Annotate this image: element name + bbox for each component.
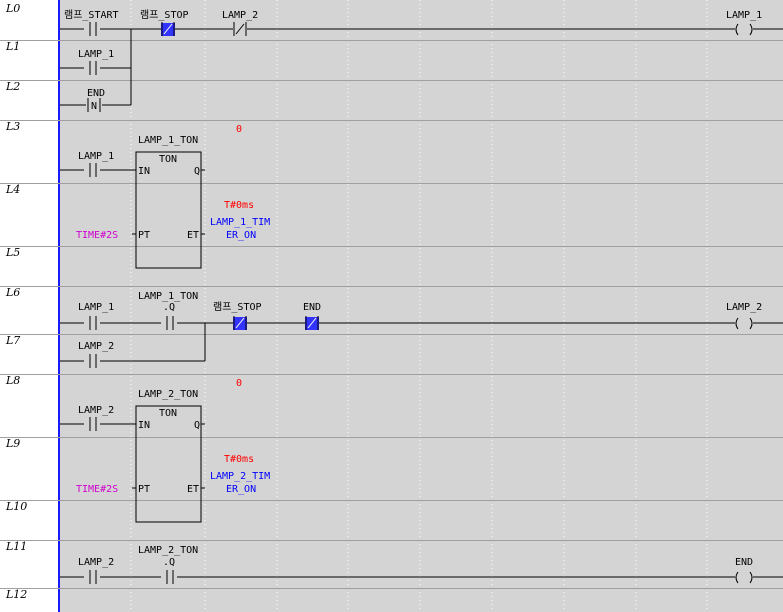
timer-block-2[interactable]: LAMP_2 LAMP_2_TON TON IN Q PT ET 0 T#0ms… bbox=[60, 378, 270, 523]
rung-L11[interactable]: LAMP_2 LAMP_2_TON .Q END bbox=[60, 545, 783, 584]
row-label-l2[interactable]: L2 bbox=[6, 80, 21, 93]
timer1-q-monitor: 0 bbox=[236, 124, 242, 135]
contact-timer1-enable[interactable]: LAMP_1 bbox=[78, 151, 114, 177]
timer2-q-monitor: 0 bbox=[236, 378, 242, 389]
contact-start[interactable]: 램프_START bbox=[64, 9, 119, 36]
contact-end-nc-r6[interactable]: END bbox=[303, 302, 321, 330]
timer1-instance: LAMP_1_TON bbox=[138, 135, 198, 146]
timer1-et-var-2: ER_ON bbox=[226, 230, 256, 241]
row-label-l8[interactable]: L8 bbox=[6, 374, 21, 387]
row-separator bbox=[0, 246, 783, 247]
contact-end-r6-label: END bbox=[303, 302, 321, 313]
coil-lamp2-label: LAMP_2 bbox=[726, 302, 762, 313]
timer2-et-var-2: ER_ON bbox=[226, 484, 256, 495]
timer2-type: TON bbox=[159, 408, 177, 419]
timer1-enable-label: LAMP_1 bbox=[78, 151, 114, 162]
contact-ton1-q[interactable]: LAMP_1_TON .Q bbox=[138, 291, 198, 330]
timer2-pin-pt: PT bbox=[138, 484, 150, 495]
rung-L2[interactable]: N END bbox=[60, 88, 131, 112]
row-label-l4[interactable]: L4 bbox=[6, 183, 21, 196]
rung-L0[interactable]: 램프_START 램프_STOP LAMP_2 LA bbox=[60, 9, 783, 105]
timer2-pin-in: IN bbox=[138, 420, 150, 431]
contact-ton2-q-label-top: LAMP_2_TON bbox=[138, 545, 198, 556]
timer1-type: TON bbox=[159, 154, 177, 165]
timer2-et-var-1: LAMP_2_TIM bbox=[210, 471, 270, 482]
contact-end-negated[interactable]: N END bbox=[86, 88, 105, 112]
contact-lamp2-seal-label: LAMP_2 bbox=[78, 341, 114, 352]
contact-stop-r6-label: 램프_STOP bbox=[213, 301, 262, 313]
row-separator bbox=[0, 40, 783, 41]
row-number-gutter bbox=[0, 0, 58, 612]
row-label-l1[interactable]: L1 bbox=[6, 40, 21, 53]
timer2-pin-et: ET bbox=[187, 484, 199, 495]
row-label-l5[interactable]: L5 bbox=[6, 246, 21, 259]
row-separator bbox=[0, 80, 783, 81]
timer-block-1[interactable]: LAMP_1 LAMP_1_TON TON IN Q PT ET 0 T#0ms… bbox=[60, 124, 270, 269]
contact-stop-nc-r6[interactable]: 램프_STOP bbox=[213, 301, 262, 330]
row-separator bbox=[0, 120, 783, 121]
row-label-l3[interactable]: L3 bbox=[6, 120, 21, 133]
contact-ton1-q-label-top: LAMP_1_TON bbox=[138, 291, 198, 302]
contact-lamp2-label: LAMP_2 bbox=[222, 10, 258, 21]
timer1-pin-in: IN bbox=[138, 166, 150, 177]
timer2-instance: LAMP_2_TON bbox=[138, 389, 198, 400]
row-separator bbox=[0, 437, 783, 438]
rung-L6[interactable]: LAMP_1 LAMP_1_TON .Q 램프_STOP bbox=[60, 291, 783, 361]
row-separator bbox=[0, 183, 783, 184]
coil-lamp1-label: LAMP_1 bbox=[726, 10, 762, 21]
contact-lamp1-r6-label: LAMP_1 bbox=[78, 302, 114, 313]
left-power-rail bbox=[58, 0, 60, 612]
timer2-pin-q: Q bbox=[194, 420, 200, 431]
timer2-et-monitor: T#0ms bbox=[224, 454, 254, 465]
contact-ton2-q[interactable]: LAMP_2_TON .Q bbox=[138, 545, 198, 584]
contact-lamp2-nc[interactable]: LAMP_2 bbox=[222, 10, 258, 36]
timer1-et-monitor: T#0ms bbox=[224, 200, 254, 211]
contact-stop-label: 램프_STOP bbox=[140, 9, 189, 21]
negated-marker: N bbox=[91, 101, 97, 112]
contact-timer2-enable[interactable]: LAMP_2 bbox=[78, 405, 114, 431]
contact-ton1-q-label-bottom: .Q bbox=[163, 302, 175, 313]
row-label-l12[interactable]: L12 bbox=[6, 588, 28, 601]
rung-L1[interactable]: LAMP_1 bbox=[60, 49, 131, 75]
timer1-pin-q: Q bbox=[194, 166, 200, 177]
row-label-l10[interactable]: L10 bbox=[6, 500, 28, 513]
ton-function-block-2[interactable] bbox=[135, 405, 202, 523]
contact-lamp2-r11-label: LAMP_2 bbox=[78, 557, 114, 568]
row-label-l7[interactable]: L7 bbox=[6, 334, 21, 347]
row-separator bbox=[0, 588, 783, 589]
timer1-et-var-1: LAMP_1_TIM bbox=[210, 217, 270, 228]
rung-L7[interactable]: LAMP_2 bbox=[60, 341, 205, 368]
contact-end-label: END bbox=[87, 88, 105, 99]
row-separator bbox=[0, 540, 783, 541]
coil-lamp1[interactable]: LAMP_1 bbox=[726, 10, 783, 36]
row-separator bbox=[0, 500, 783, 501]
contact-lamp1-r6[interactable]: LAMP_1 bbox=[78, 302, 114, 330]
row-separator bbox=[0, 286, 783, 287]
timer2-enable-label: LAMP_2 bbox=[78, 405, 114, 416]
row-separator bbox=[0, 374, 783, 375]
contact-lamp1-label: LAMP_1 bbox=[78, 49, 114, 60]
row-separator bbox=[0, 334, 783, 335]
timer1-pt-const: TIME#2S bbox=[76, 230, 118, 241]
contact-lamp1-seal[interactable]: LAMP_1 bbox=[78, 49, 114, 75]
timer1-pin-et: ET bbox=[187, 230, 199, 241]
timer1-pin-pt: PT bbox=[138, 230, 150, 241]
coil-end-label: END bbox=[735, 557, 753, 568]
contact-lamp2-seal[interactable]: LAMP_2 bbox=[78, 341, 114, 368]
row-label-l6[interactable]: L6 bbox=[6, 286, 21, 299]
contact-lamp2-r11[interactable]: LAMP_2 bbox=[78, 557, 114, 584]
row-label-l0[interactable]: L0 bbox=[6, 2, 21, 15]
row-label-l11[interactable]: L11 bbox=[6, 540, 28, 553]
contact-start-label: 램프_START bbox=[64, 9, 119, 21]
contact-ton2-q-label-bottom: .Q bbox=[163, 557, 175, 568]
coil-end[interactable]: END bbox=[735, 557, 783, 584]
timer2-pt-const: TIME#2S bbox=[76, 484, 118, 495]
coil-lamp2[interactable]: LAMP_2 bbox=[726, 302, 783, 330]
ton-function-block-1[interactable] bbox=[135, 151, 202, 269]
row-label-l9[interactable]: L9 bbox=[6, 437, 21, 450]
contact-stop-nc[interactable]: 램프_STOP bbox=[140, 9, 189, 36]
